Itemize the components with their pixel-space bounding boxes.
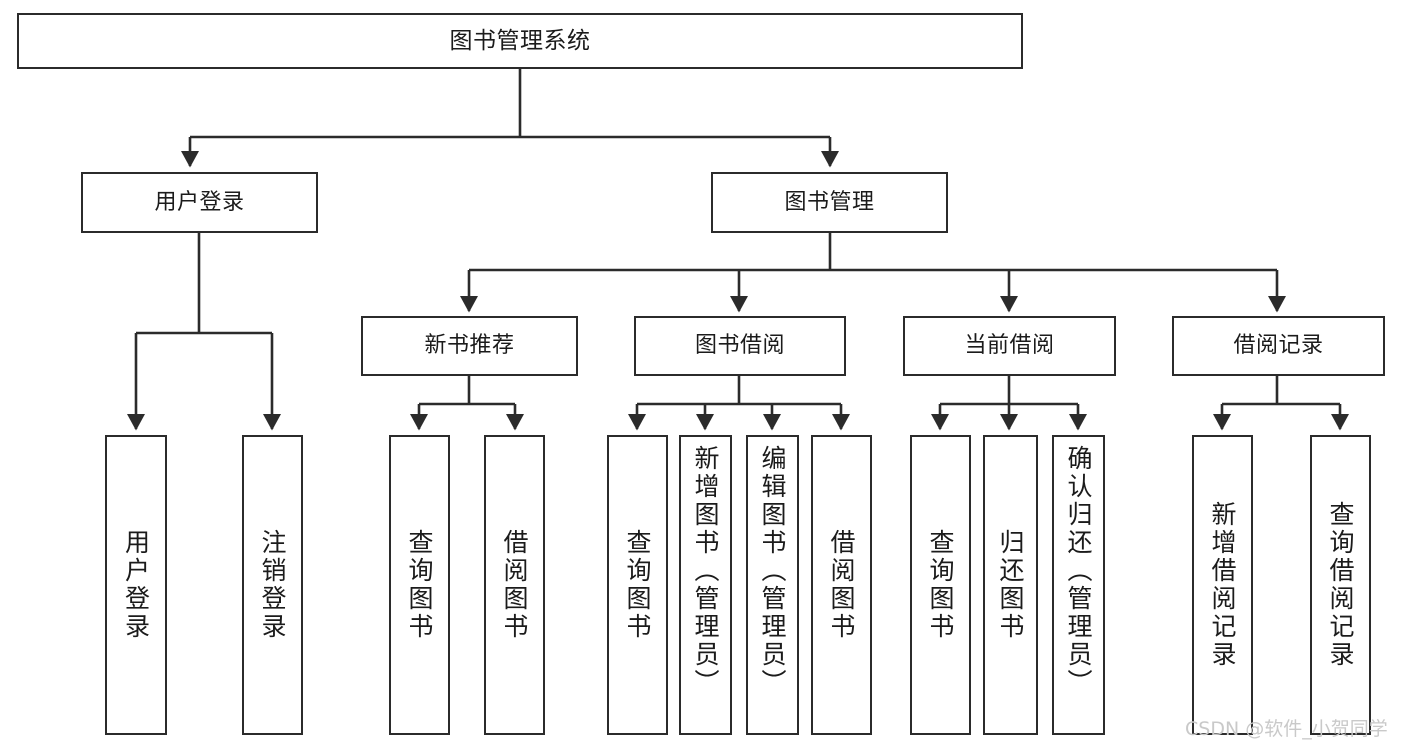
leaf-return-book[interactable]: 归还图书	[983, 435, 1038, 735]
node-borrow-record-label: 借阅记录	[1233, 333, 1324, 359]
leaf-logout-login-label: 注销登录	[258, 529, 287, 641]
leaf-confirm-return-admin-label: 确认归还（管理员）	[1064, 445, 1093, 697]
leaf-query-book-1[interactable]: 查询图书	[389, 435, 450, 735]
leaf-borrow-book-1[interactable]: 借阅图书	[484, 435, 545, 735]
leaf-query-book-3[interactable]: 查询图书	[910, 435, 971, 735]
leaf-edit-book-admin-label: 编辑图书（管理员）	[758, 445, 787, 697]
node-new-book-recommend[interactable]: 新书推荐	[361, 316, 578, 376]
leaf-query-book-2-label: 查询图书	[623, 529, 652, 641]
leaf-add-borrow-record-label: 新增借阅记录	[1208, 501, 1237, 669]
leaf-user-login-label: 用户登录	[121, 529, 151, 641]
node-user-login-label: 用户登录	[154, 189, 245, 215]
leaf-user-login[interactable]: 用户登录	[105, 435, 167, 735]
watermark: CSDN @软件_小贺同学	[1185, 718, 1388, 740]
leaf-return-book-label: 归还图书	[996, 529, 1025, 641]
leaf-borrow-book-1-label: 借阅图书	[500, 529, 529, 641]
node-user-login[interactable]: 用户登录	[81, 172, 318, 233]
node-root-label: 图书管理系统	[449, 27, 591, 54]
node-root[interactable]: 图书管理系统	[17, 13, 1023, 69]
leaf-query-borrow-record[interactable]: 查询借阅记录	[1310, 435, 1371, 735]
leaf-query-borrow-record-label: 查询借阅记录	[1326, 501, 1355, 669]
node-book-borrow[interactable]: 图书借阅	[634, 316, 846, 376]
node-current-borrow[interactable]: 当前借阅	[903, 316, 1116, 376]
leaf-confirm-return-admin[interactable]: 确认归还（管理员）	[1052, 435, 1105, 735]
leaf-query-book-3-label: 查询图书	[926, 529, 955, 641]
node-book-borrow-label: 图书借阅	[694, 333, 785, 359]
leaf-add-book-admin[interactable]: 新增图书（管理员）	[679, 435, 732, 735]
leaf-query-book-2[interactable]: 查询图书	[607, 435, 668, 735]
leaf-query-book-1-label: 查询图书	[405, 529, 434, 641]
leaf-borrow-book-2-label: 借阅图书	[827, 529, 856, 641]
leaf-edit-book-admin[interactable]: 编辑图书（管理员）	[746, 435, 799, 735]
leaf-add-borrow-record[interactable]: 新增借阅记录	[1192, 435, 1253, 735]
node-book-manage-label: 图书管理	[784, 189, 875, 215]
leaf-add-book-admin-label: 新增图书（管理员）	[691, 445, 720, 697]
node-book-manage[interactable]: 图书管理	[711, 172, 948, 233]
node-new-book-recommend-label: 新书推荐	[424, 333, 515, 359]
leaf-borrow-book-2[interactable]: 借阅图书	[811, 435, 872, 735]
node-borrow-record[interactable]: 借阅记录	[1172, 316, 1385, 376]
node-current-borrow-label: 当前借阅	[964, 333, 1055, 359]
leaf-logout-login[interactable]: 注销登录	[242, 435, 303, 735]
